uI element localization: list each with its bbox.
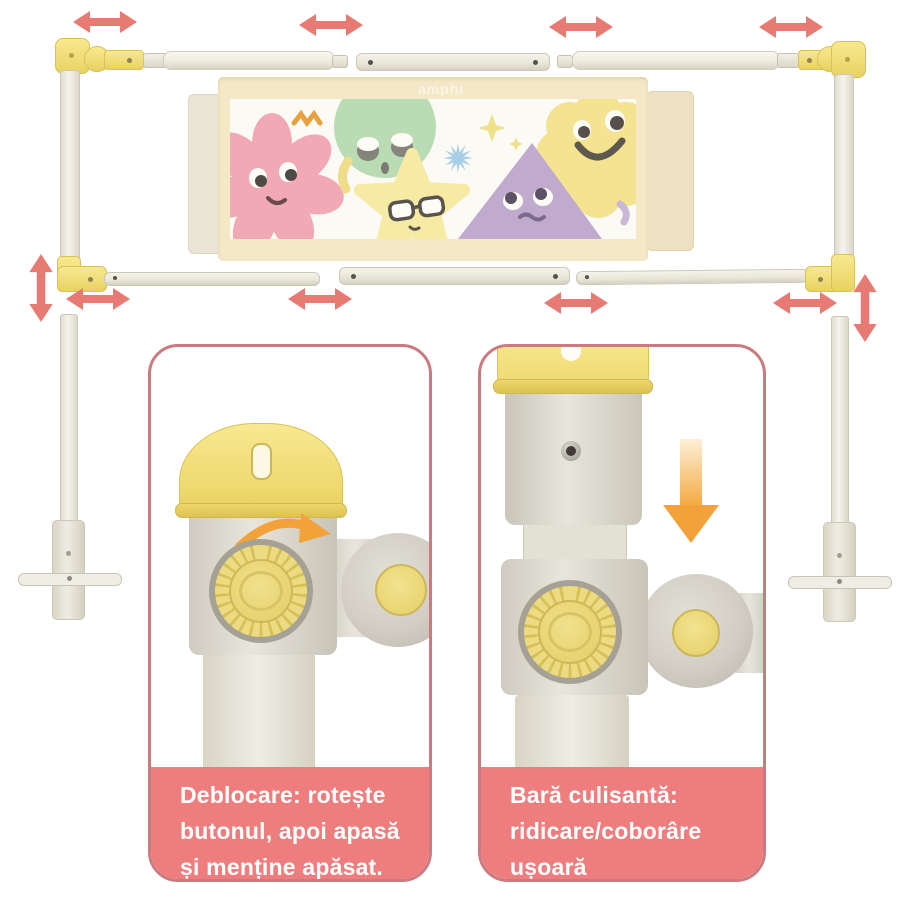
caption-unlock: Deblocare: rotește butonul, apoi apasă ș… [151, 767, 429, 879]
caption-line: Bară culisantă: [510, 782, 678, 808]
fabric-panel: amphi [218, 77, 648, 261]
yellow-sparkle-decor-small [509, 137, 523, 151]
caption-line: și menține apăsat. [180, 854, 384, 880]
pink-flower-character [230, 113, 344, 239]
rail-connector-tip [332, 55, 348, 68]
rail-connector-tip [777, 53, 799, 68]
extend-arrow-icon [759, 14, 823, 40]
leg-foot-crossbar-left [18, 573, 122, 586]
extend-arrow-icon [66, 286, 130, 312]
cap-slot [251, 443, 272, 480]
leg-post-left [60, 314, 78, 528]
hinge-release-button [672, 609, 720, 657]
caption-line: butonul, apoi apasă [180, 818, 400, 844]
extend-arrow-icon [299, 12, 363, 38]
top-rail-extension-slat [356, 53, 550, 71]
leg-sleeve-right [823, 522, 856, 622]
fabric-print-area [230, 99, 636, 239]
caption-slide: Bară culisantă: ridicare/coborâre ușoară [481, 767, 763, 879]
extend-arrow-icon [549, 14, 613, 40]
brand-watermark: amphi [418, 81, 465, 97]
cap-slot [561, 347, 581, 361]
extend-arrow-icon [73, 9, 137, 35]
leg-sleeve-left [52, 520, 85, 620]
release-pin [566, 446, 576, 456]
elbow-right-vertical [831, 254, 855, 292]
leg-foot-crossbar-right [788, 576, 892, 589]
mechanism-post [203, 653, 315, 777]
slide-down-arrow-icon [663, 439, 719, 543]
bottom-rail-slat-right [575, 268, 809, 286]
caption-line: ridicare/coborâre [510, 818, 702, 844]
knob-inner-mark [548, 612, 592, 652]
extend-arrow-icon [773, 290, 837, 316]
rail-side-tube-left [60, 70, 80, 270]
hinge-release-button [375, 564, 427, 616]
blue-starburst-decor [443, 143, 473, 173]
bottom-rail-slat-center [339, 267, 570, 285]
fabric-characters-art [230, 99, 636, 239]
yellow-sparkle-decor [478, 114, 506, 142]
knob-inner-mark [239, 571, 283, 611]
yellow-cap-lip [175, 503, 347, 518]
extend-arrow-icon [288, 286, 352, 312]
lift-arrow-icon [29, 254, 53, 322]
callout-panel-slide: Bară culisantă: ridicare/coborâre ușoară [478, 344, 766, 882]
purple-comma-decor [616, 200, 630, 226]
corner-stub-left [104, 50, 144, 70]
bottom-rail-slat-left [104, 272, 320, 286]
yellow-cap-lip [493, 379, 653, 394]
star-character [354, 148, 470, 239]
corner-bracket-right [831, 41, 866, 78]
fabric-side-flap-right [646, 91, 694, 251]
top-rail-tube-right [572, 51, 780, 70]
rail-side-tube-right [834, 74, 854, 272]
mechanism-post [515, 695, 629, 777]
purple-triangle-character [458, 143, 602, 239]
top-rail-tube-left [163, 51, 335, 70]
caption-line: Deblocare: rotește [180, 782, 386, 808]
callout-panel-unlock: Deblocare: rotește butonul, apoi apasă ș… [148, 344, 432, 882]
rail-connector-tip [557, 55, 573, 68]
lift-arrow-icon [853, 274, 877, 342]
orange-zigzag-decor [291, 109, 323, 128]
caption-line: ușoară [510, 854, 587, 880]
leg-post-right [831, 316, 849, 530]
extend-arrow-icon [544, 290, 608, 316]
yellow-comma-decor [338, 156, 353, 194]
